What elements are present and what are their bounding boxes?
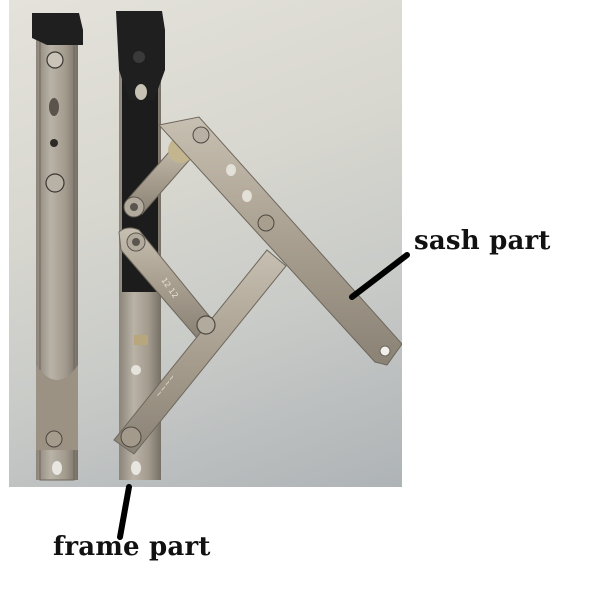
middle-link: 12 12 xyxy=(118,227,215,339)
frame-arm: ~~~~ xyxy=(113,249,287,455)
sash-part-label: sash part xyxy=(414,226,551,256)
hinge-photo: 12 12 ~~~~ xyxy=(9,0,402,487)
hinge-illustration: 12 12 ~~~~ xyxy=(32,11,402,481)
left-track xyxy=(32,13,83,481)
frame-part-label: frame part xyxy=(53,532,211,562)
frame-pointer-line xyxy=(117,484,132,540)
sash-arm xyxy=(158,116,402,366)
